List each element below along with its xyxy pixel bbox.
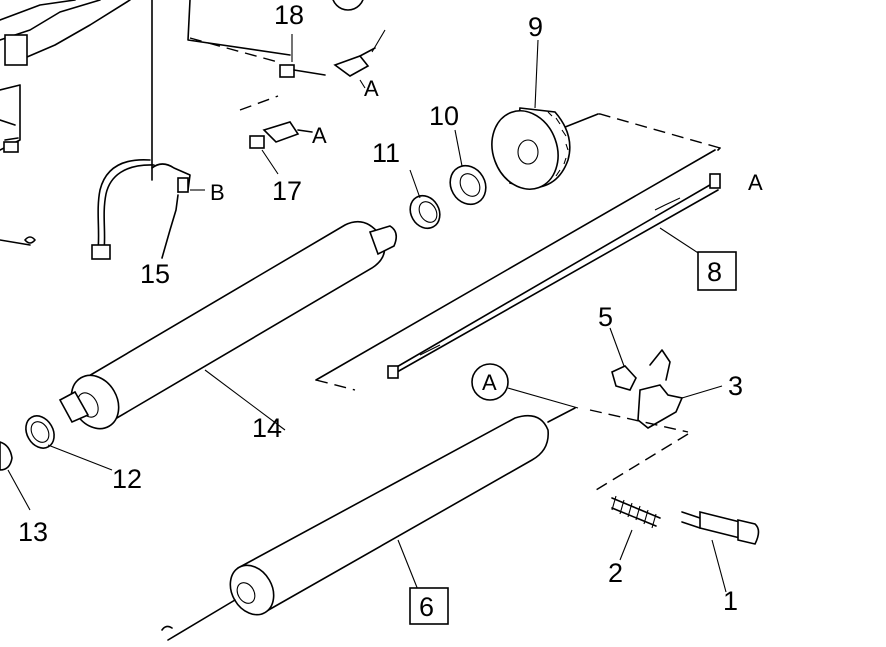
label-17: 17	[272, 176, 302, 206]
label-10: 10	[429, 101, 459, 131]
frame-assembly-partial	[0, 0, 291, 246]
label-1: 1	[723, 586, 738, 616]
clamp-18	[279, 29, 386, 89]
label-8-box	[697, 251, 737, 291]
label-14: 14	[252, 413, 282, 443]
label-18: 18	[274, 0, 304, 30]
label-9: 9	[528, 12, 543, 42]
fusing-lamp-8	[315, 113, 721, 391]
spring-2	[611, 495, 661, 561]
bolt-1	[681, 510, 760, 593]
cable-harness-15	[91, 0, 205, 260]
label-2: 2	[608, 558, 623, 588]
ref-circle-a	[471, 363, 689, 491]
label-5: 5	[598, 302, 613, 332]
label-11: 11	[372, 138, 400, 168]
bushing-10	[449, 129, 487, 206]
label-6-box	[409, 587, 449, 625]
pressure-roller-6	[161, 407, 576, 641]
ref-a-lamp: A	[748, 170, 763, 195]
ref-a-circle-text: A	[482, 370, 497, 395]
bearing-bracket-3	[637, 349, 723, 429]
ref-a-clamp-18: A	[364, 76, 379, 101]
label-6: 6	[419, 592, 434, 622]
clip-5	[609, 327, 637, 391]
ref-circle-top	[332, 0, 364, 11]
label-12: 12	[112, 464, 142, 494]
bushing-13	[0, 441, 31, 511]
leader-dashed-18	[189, 37, 279, 63]
ref-b-cable: B	[210, 180, 225, 205]
ref-a-clamp-17: A	[312, 123, 327, 148]
label-8: 8	[707, 257, 722, 287]
clamp-17	[239, 95, 313, 175]
label-13: 13	[18, 517, 48, 547]
drive-gear-9	[491, 39, 571, 190]
label-15: 15	[140, 259, 170, 289]
hot-roller-14	[58, 220, 398, 431]
label-3: 3	[728, 371, 743, 401]
c-ring-11	[409, 169, 441, 230]
bearing-ring-12	[25, 415, 113, 471]
